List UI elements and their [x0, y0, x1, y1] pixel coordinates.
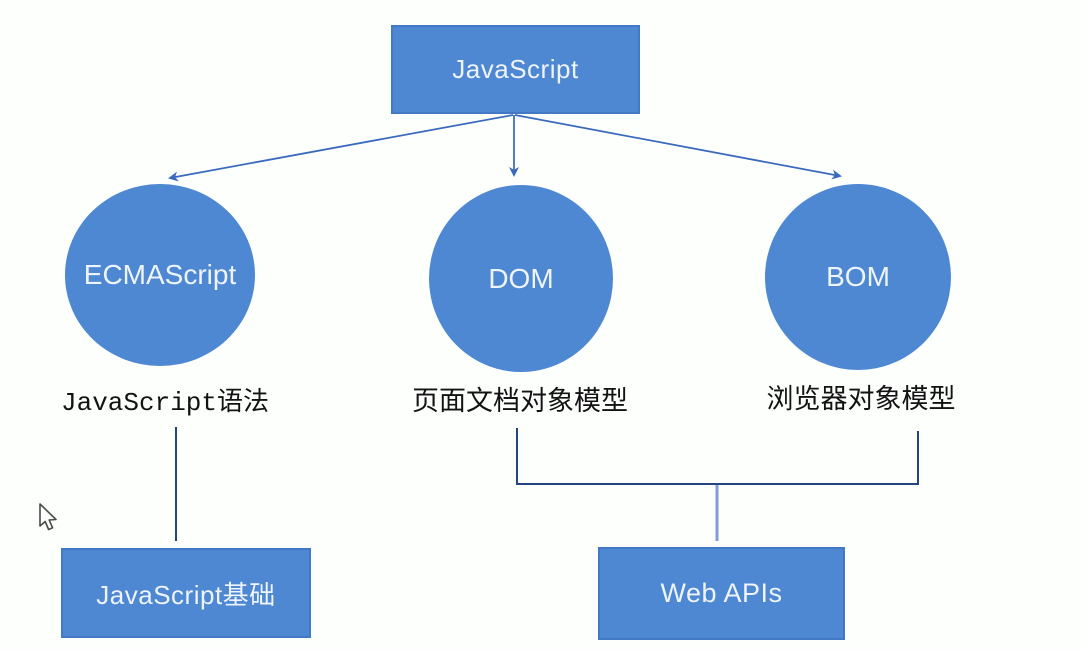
node-dom: DOM [429, 185, 613, 372]
node-bom: BOM [765, 184, 951, 370]
node-javascript: JavaScript [391, 25, 640, 114]
node-javascript-label: JavaScript [452, 54, 579, 84]
node-js-foundation-label: JavaScript基础 [96, 579, 276, 610]
caption-ecmascript: JavaScript语法 [60, 388, 270, 418]
node-js-foundation: JavaScript基础 [61, 548, 311, 638]
node-web-apis: Web APIs [598, 547, 845, 640]
node-ecmascript-label: ECMAScript [83, 259, 237, 290]
node-dom-label: DOM [488, 262, 554, 294]
node-ecmascript: ECMAScript [65, 184, 255, 366]
caption-dom: 页面文档对象模型 [412, 386, 628, 416]
caption-bom: 浏览器对象模型 [766, 384, 956, 414]
mouse-cursor-icon [39, 503, 57, 531]
node-bom-label: BOM [826, 261, 890, 292]
connector-javascript-to-bom [514, 114, 842, 180]
node-web-apis-label: Web APIs [660, 578, 783, 608]
bracket-dom-bom [516, 428, 919, 485]
connector-javascript-to-ecmascript [168, 114, 514, 182]
